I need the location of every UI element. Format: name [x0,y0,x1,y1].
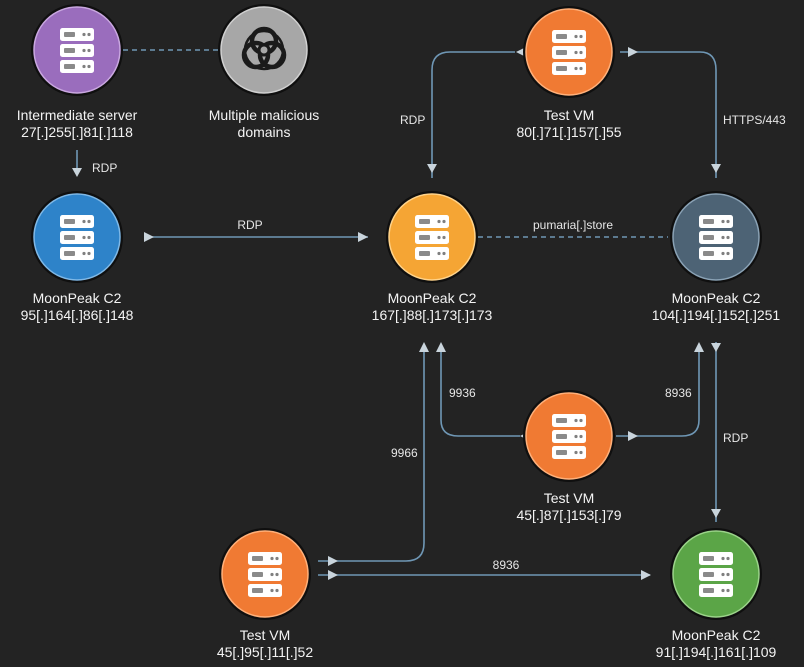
node-test-vm-top[interactable] [523,6,615,98]
node-title: MoonPeak C2 [672,627,761,643]
arrow-head [328,570,338,580]
server-icon [552,30,586,75]
node-ip: 104[.]194[.]152[.]251 [652,307,781,323]
node-title: domains [238,124,291,140]
edge-testvm-mid-c2center [440,345,520,437]
server-icon [699,552,733,597]
arrow-head [328,556,338,566]
edge-label-port: 9966 [391,446,418,460]
node-title: MoonPeak C2 [672,290,761,306]
edge-labels: RDP RDP RDP HTTPS/443 pumaria[.]store 99… [92,113,786,572]
server-icon [699,215,733,260]
node-title: MoonPeak C2 [33,290,122,306]
edge-testvm-mid-c2right [616,345,700,437]
edge-label-domain: pumaria[.]store [533,218,613,232]
edge-label-port: 8936 [493,558,520,572]
node-ip: 91[.]194[.]161[.]109 [656,644,777,660]
arrow-head [641,570,651,580]
node-c2-center[interactable] [386,191,478,283]
arrow-head [711,509,721,518]
node-title: Test VM [544,490,595,506]
edge-testvm-bottom-c2center [318,345,425,562]
node-ip: 45[.]87[.]153[.]79 [516,507,621,523]
server-icon [60,215,94,260]
node-test-vm-mid[interactable] [523,390,615,482]
arrow-head [72,168,82,177]
edge-label-rdp: RDP [400,113,425,127]
node-title: Test VM [240,627,291,643]
node-title: Intermediate server [17,107,138,123]
edge-label-port: 9936 [449,386,476,400]
arrow-head [711,343,721,352]
node-c2-green[interactable] [670,528,762,620]
node-ip: 45[.]95[.]11[.]52 [217,644,313,660]
server-icon [552,414,586,459]
node-ip: 95[.]164[.]86[.]148 [21,307,134,323]
node-intermediate-server[interactable] [31,4,123,96]
node-c2-blue[interactable] [31,191,123,283]
arrow-head [419,342,429,352]
edge-label-https: HTTPS/443 [723,113,786,127]
edge-testvm-top-c2right [620,51,717,178]
arrow-head [628,431,638,441]
arrow-head [427,164,437,173]
server-icon [415,215,449,260]
node-c2-right[interactable] [670,191,762,283]
arrow-head [436,342,446,352]
edge-label-rdp: RDP [237,218,262,232]
node-malicious-domains[interactable] [218,4,310,96]
node-ip: 167[.]88[.]173[.]173 [372,307,493,323]
edge-testvm-top-c2center [431,51,515,178]
server-icon [60,28,94,73]
node-ip: 80[.]71[.]157[.]55 [516,124,621,140]
node-test-vm-bottom[interactable] [219,528,311,620]
node-title: MoonPeak C2 [388,290,477,306]
arrow-head [144,232,154,242]
arrow-head [694,342,704,352]
node-title: Test VM [544,107,595,123]
arrow-head [628,47,638,57]
edge-label-port: 8936 [665,386,692,400]
node-ip: 27[.]255[.]81[.]118 [21,124,133,140]
node-title: Multiple malicious [209,107,319,123]
server-icon [248,552,282,597]
edge-label-rdp: RDP [723,431,748,445]
edges [72,47,721,580]
arrow-head [711,164,721,173]
arrow-head [358,232,368,242]
edge-label-rdp: RDP [92,161,117,175]
